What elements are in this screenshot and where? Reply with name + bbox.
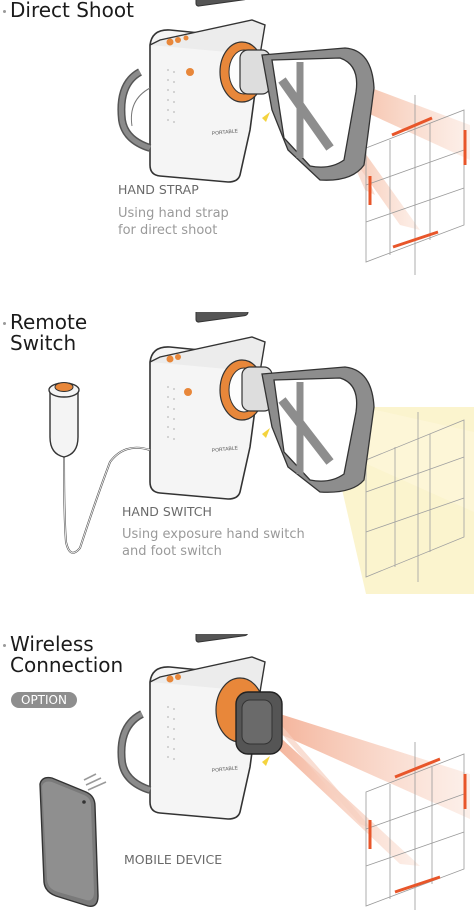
hand-strap-icon [117, 710, 152, 794]
section-title: Remote Switch [10, 310, 88, 355]
section-title: Wireless Connection [10, 632, 124, 677]
target-grid-icon [365, 95, 465, 275]
beam-cone [261, 366, 375, 493]
section-direct-shoot: PORTABLE Direct Shoot HAND STRAP Using h… [0, 0, 474, 290]
xray-device-icon: PORTABLE [149, 312, 273, 500]
hand-strap-icon [117, 68, 152, 152]
caption-head: MOBILE DEVICE [124, 852, 223, 867]
caption-line-1: Using exposure hand switch [122, 527, 305, 542]
bullet [3, 322, 6, 325]
wireless-connection-illustration: PORTABLE [39, 634, 470, 910]
wireless-signal-icon [83, 773, 107, 791]
smartphone-icon [39, 776, 99, 907]
direct-shoot-illustration: PORTABLE [117, 0, 470, 275]
remote-switch-illustration: PORTABLE [48, 312, 474, 594]
svg-text:PORTABLE: PORTABLE [212, 765, 239, 774]
xray-device-icon: PORTABLE [149, 0, 271, 183]
caption-line-2: and foot switch [122, 544, 222, 559]
caption-line-1: Using hand strap [118, 206, 229, 221]
option-badge: OPTION [11, 692, 77, 708]
section-title: Direct Shoot [10, 0, 134, 22]
xray-device-icon: PORTABLE [149, 634, 283, 820]
collimation-marks [368, 116, 467, 249]
bullet [3, 10, 6, 13]
bullet [3, 644, 6, 647]
caption-line-2: for direct shoot [118, 223, 218, 238]
section-wireless-connection: PORTABLE Wireless Connection OPTION MOBI… [0, 634, 474, 910]
beam-cone [261, 47, 375, 181]
hand-switch-icon [48, 382, 151, 554]
caption-head: HAND STRAP [118, 182, 199, 197]
svg-text:PORTABLE: PORTABLE [212, 128, 239, 137]
target-grid-icon [365, 742, 465, 910]
section-remote-switch: PORTABLE Remote Switch HAND SWITCH Using… [0, 312, 474, 594]
xray-beam [278, 714, 470, 866]
svg-text:PORTABLE: PORTABLE [212, 445, 239, 454]
caption-head: HAND SWITCH [122, 504, 212, 519]
collimation-marks [368, 757, 467, 894]
target-grid-icon [365, 412, 465, 582]
